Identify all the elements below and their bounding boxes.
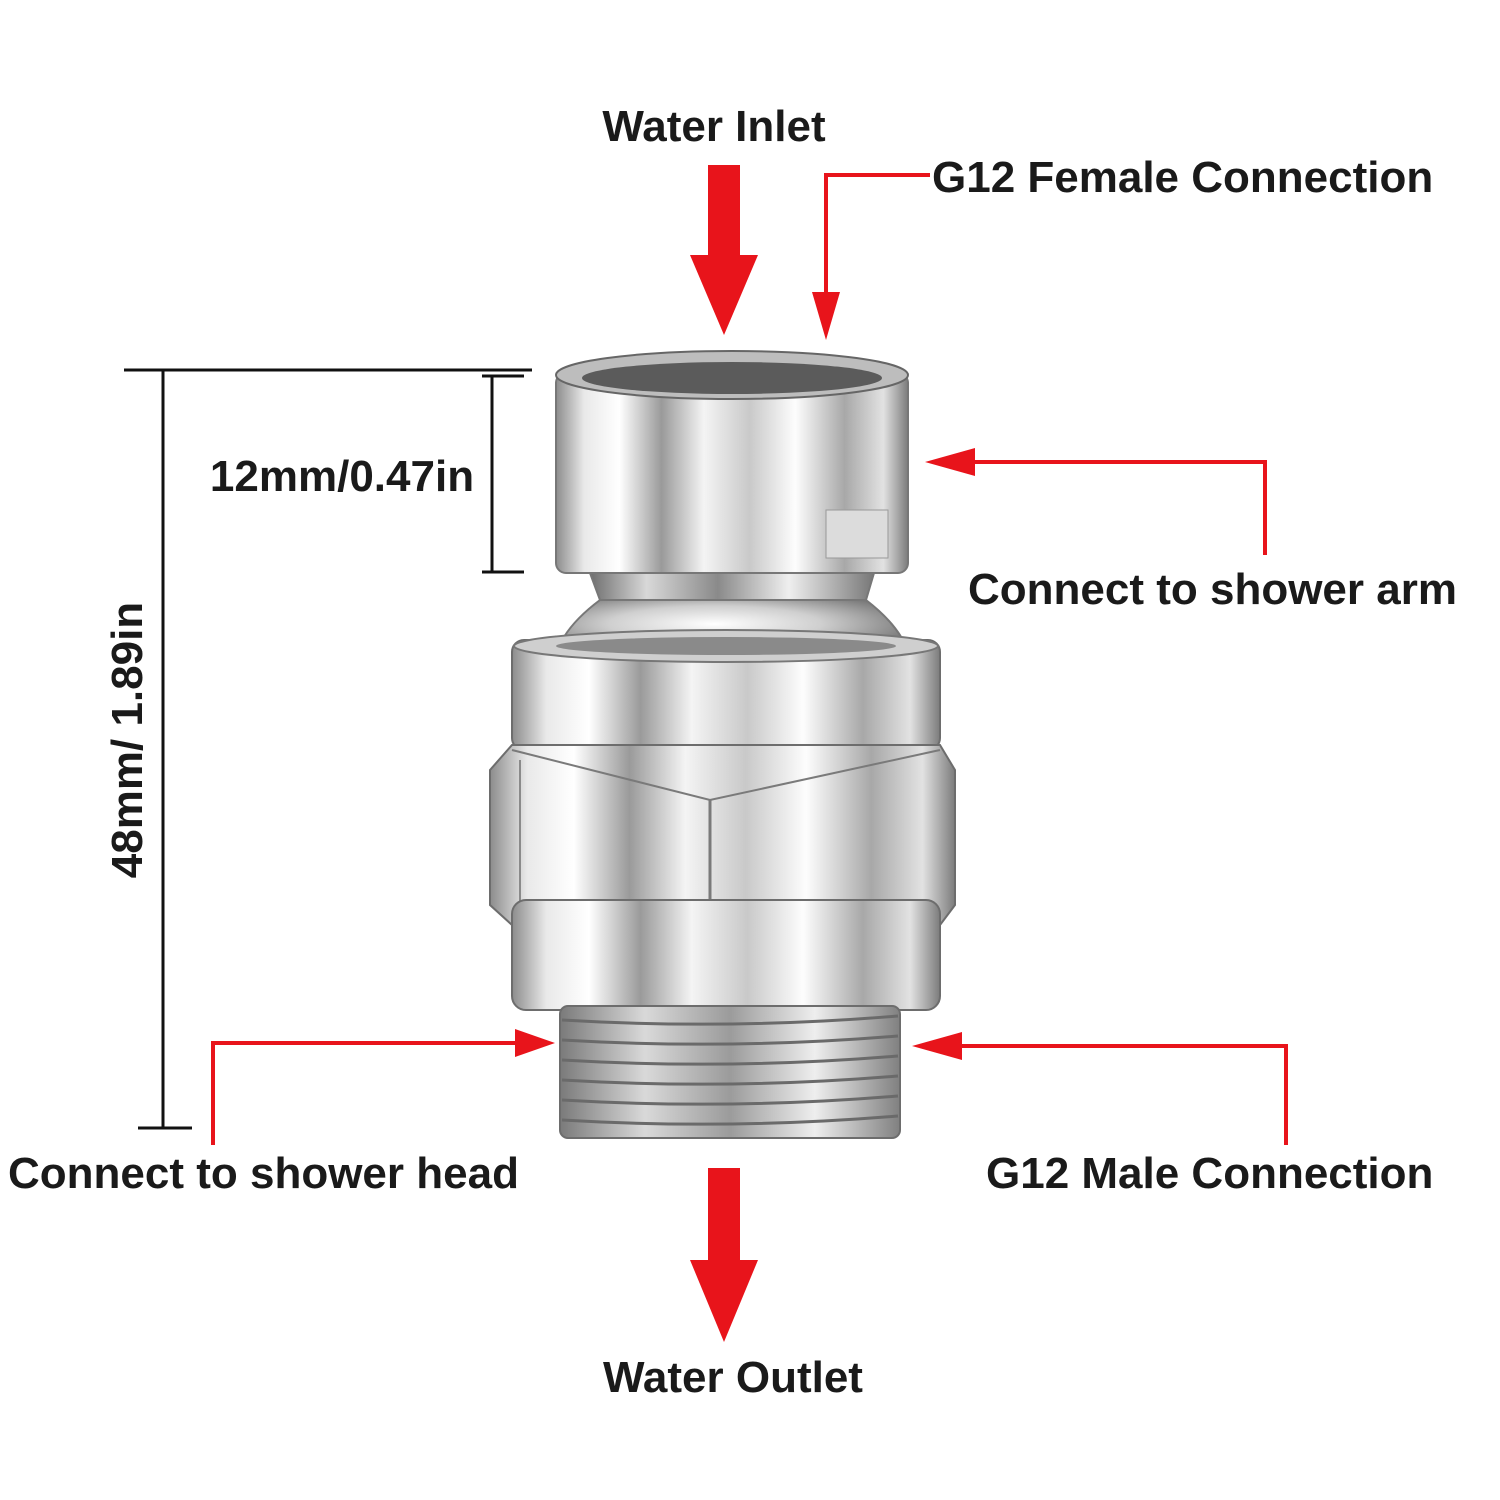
water-inlet-label: Water Inlet: [602, 102, 826, 151]
dimension-total-height: [124, 368, 532, 1130]
thread-ridges: [561, 1014, 899, 1126]
shower-arm-label: Connect to shower arm: [968, 565, 1457, 614]
shower-arm-pointer: [925, 448, 1267, 555]
neck: [588, 572, 876, 601]
shower-head-pointer: [211, 1029, 555, 1145]
female-nut-opening: [582, 362, 882, 394]
water-inlet-arrow: [690, 165, 758, 335]
female-connection-label: G12 Female Connection: [932, 153, 1433, 202]
hex-nut: [489, 744, 956, 926]
female-connection-pointer: [812, 173, 930, 340]
shower-swivel-adapter: [489, 350, 956, 1139]
total-height-label: 48mm/ 1.89in: [103, 602, 152, 878]
hex-facet-top: [511, 749, 941, 802]
male-connection-label: G12 Male Connection: [986, 1149, 1433, 1198]
shower-head-label: Connect to shower head: [8, 1149, 519, 1198]
thread-depth-label: 12mm/0.47in: [210, 452, 474, 501]
male-thread: [559, 1005, 901, 1139]
water-outlet-arrow: [690, 1168, 758, 1342]
water-outlet-label: Water Outlet: [603, 1353, 863, 1402]
upper-collar-inner: [556, 637, 896, 655]
nut-flat-notch: [825, 509, 889, 559]
dimension-thread-depth: [482, 374, 524, 574]
lower-collar: [511, 899, 941, 1011]
male-connection-pointer: [912, 1032, 1288, 1145]
